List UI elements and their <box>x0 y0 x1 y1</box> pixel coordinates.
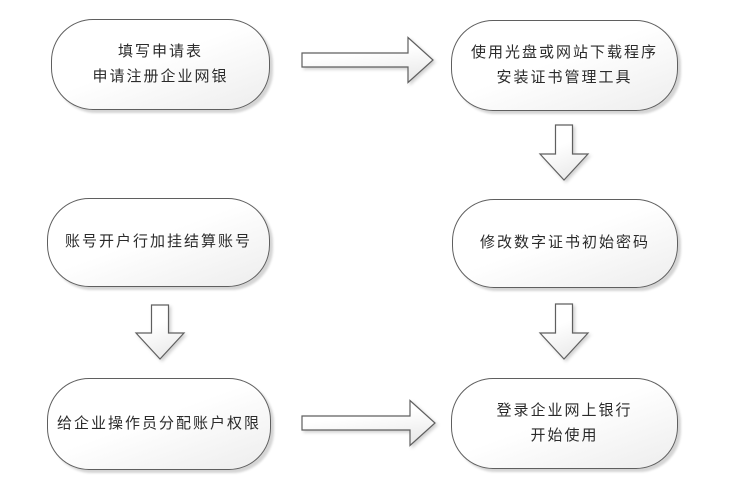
node-text-line: 开始使用 <box>530 427 599 444</box>
arrow-attach-account-to-assign-permissions-icon <box>134 304 186 360</box>
node-text-line: 申请注册企业网银 <box>92 68 229 85</box>
node-text-line: 修改数字证书初始密码 <box>479 235 650 251</box>
node-text-line: 给企业操作员分配账户权限 <box>56 415 261 432</box>
node-attach-settlement-account: 账号开户行加挂结算账号 <box>47 198 270 287</box>
arrow-change-password-to-login-icon <box>538 303 590 360</box>
arrow-assign-permissions-to-login-icon <box>301 399 436 447</box>
node-login-and-start: 登录企业网上银行 开始使用 <box>451 378 678 469</box>
node-fill-application: 填写申请表 申请注册企业网银 <box>51 19 270 110</box>
node-text-line: 安装证书管理工具 <box>496 69 633 86</box>
node-download-install-cert-tool: 使用光盘或网站下载程序 安装证书管理工具 <box>451 20 678 111</box>
arrow-fill-application-to-download-icon <box>301 36 434 84</box>
node-text-line: 账号开户行加挂结算账号 <box>64 234 252 250</box>
node-text-line: 填写申请表 <box>117 43 203 60</box>
node-text-line: 使用光盘或网站下载程序 <box>470 44 658 61</box>
node-change-cert-initial-password: 修改数字证书初始密码 <box>452 199 678 288</box>
node-text-line: 登录企业网上银行 <box>496 402 633 419</box>
arrow-download-to-change-password-icon <box>538 124 590 181</box>
node-assign-operator-permissions: 给企业操作员分配账户权限 <box>47 378 271 470</box>
